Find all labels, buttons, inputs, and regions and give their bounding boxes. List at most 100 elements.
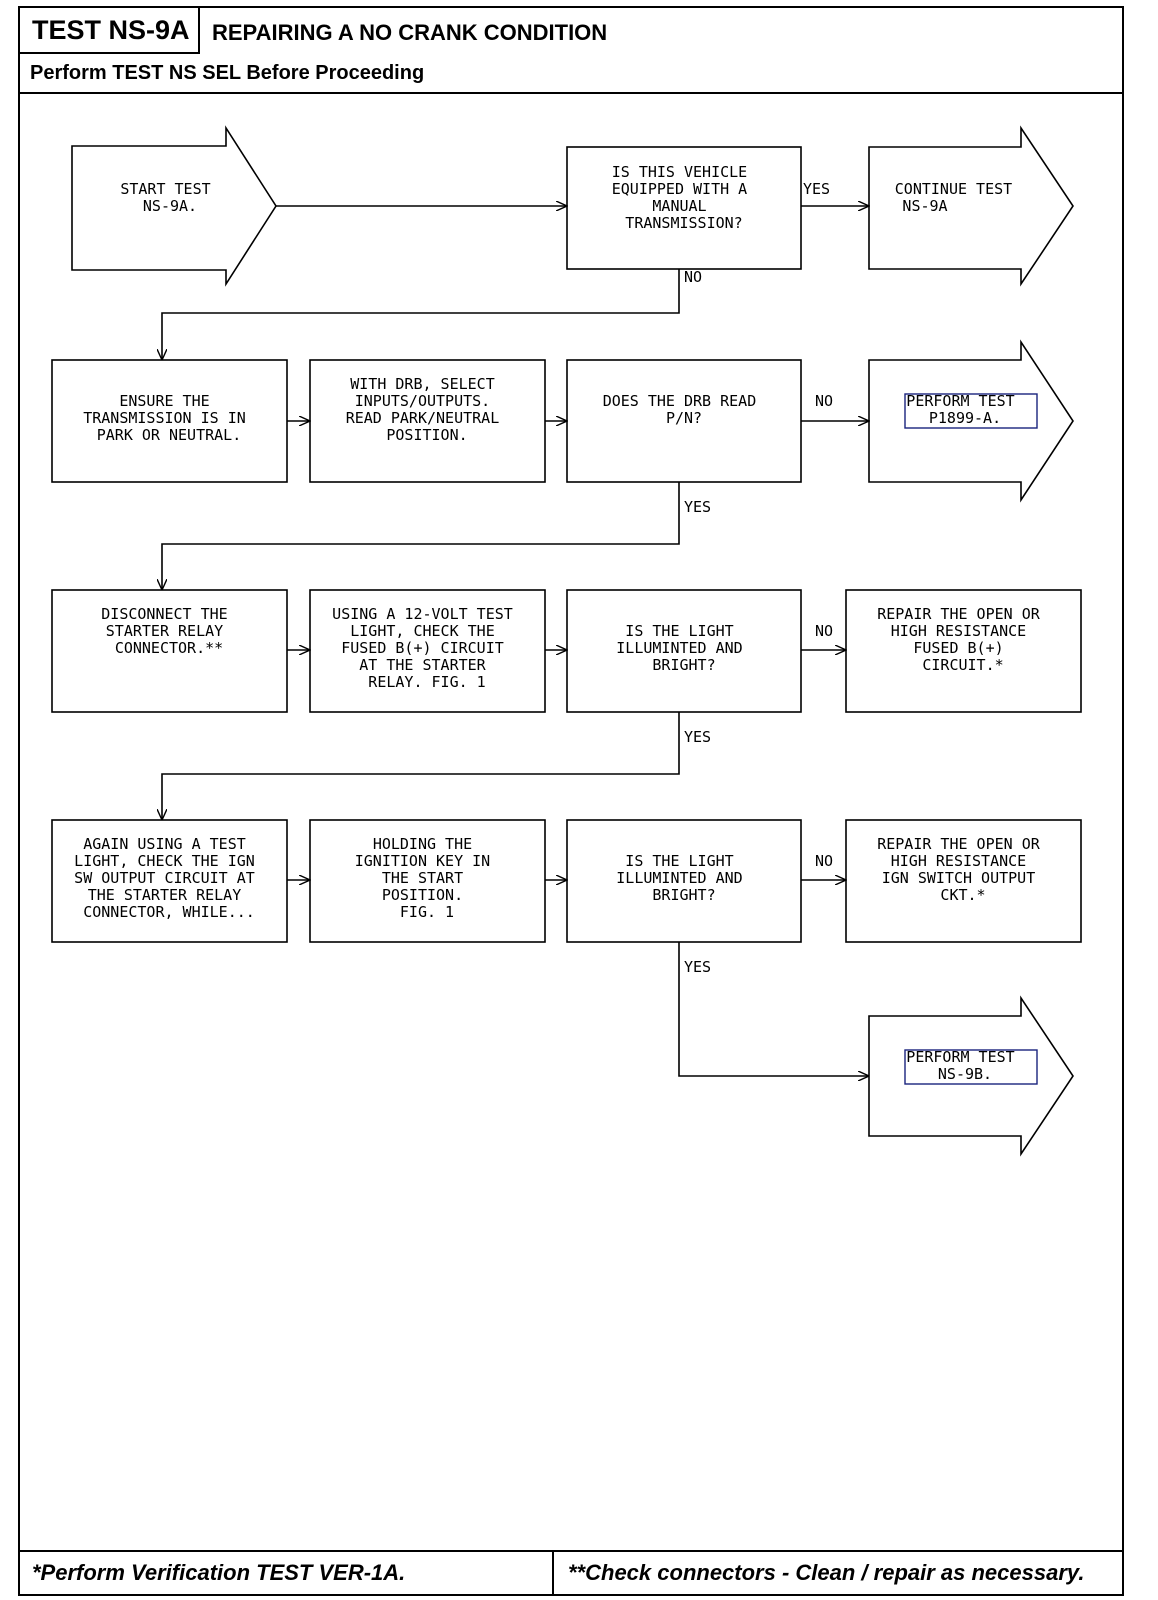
perform-p1899-text-1: PERFORM TEST	[906, 392, 1014, 410]
label-no-2: NO	[815, 392, 833, 410]
continue-text-2: NS-9A	[902, 197, 947, 215]
label-yes-2: YES	[684, 498, 711, 516]
holding-text-4: POSITION.	[382, 886, 463, 904]
page-title: REPAIRING A NO CRANK CONDITION	[212, 20, 608, 45]
decision-light1: IS THE LIGHT ILLUMINTED AND BRIGHT?	[616, 622, 751, 674]
perform-p1899-highlight	[904, 393, 1038, 429]
repair-fused-text-3: FUSED B(+)	[913, 639, 1003, 657]
q-manual-text-1: IS THIS VEHICLE	[612, 163, 747, 181]
repair-fused-text-1: REPAIR THE OPEN OR	[877, 605, 1041, 623]
q-drb-text-1: DOES THE DRB READ	[603, 392, 757, 410]
label-yes-4: YES	[684, 958, 711, 976]
disconnect-text-1: DISCONNECT THE	[101, 605, 227, 623]
test-id: TEST NS-9A	[20, 8, 200, 54]
label-no-3: NO	[815, 622, 833, 640]
label-yes-3: YES	[684, 728, 711, 746]
again-box	[51, 819, 288, 943]
q-drb-text-2: P/N?	[666, 409, 702, 427]
q-manual-text-2: EQUIPPED WITH A	[612, 180, 747, 198]
ensure-text-2: TRANSMISSION IS IN	[83, 409, 246, 427]
footer: *Perform Verification TEST VER-1A. **Che…	[20, 1550, 1122, 1594]
repair-fused-node: REPAIR THE OPEN OR HIGH RESISTANCE FUSED…	[877, 605, 1049, 674]
repair-ign-text-3: IGN SWITCH OUTPUT	[882, 869, 1036, 887]
disconnect-box	[51, 589, 288, 713]
disconnect-text-3: CONNECTOR.**	[115, 639, 223, 657]
connector-q1-no	[162, 269, 680, 360]
subtitle: Perform TEST NS SEL Before Proceeding	[20, 54, 1122, 94]
label-yes-1: YES	[803, 180, 830, 198]
decision-light2-box	[566, 819, 802, 943]
q-light2-text-2: ILLUMINTED AND	[616, 869, 742, 887]
repair-ign-text-1: REPAIR THE OPEN OR	[877, 835, 1041, 853]
perform-ns9b-node: PERFORM TEST NS-9B.	[906, 1048, 1023, 1083]
label-no-1: NO	[684, 268, 702, 286]
repair-ign-text-4: CKT.*	[940, 886, 985, 904]
using-light-node: USING A 12-VOLT TEST LIGHT, CHECK THE FU…	[332, 605, 522, 691]
perform-ns9b-arrow-shape	[868, 995, 1074, 1157]
drb-select-text-2: INPUTS/OUTPUTS.	[355, 392, 490, 410]
again-text-3: SW OUTPUT CIRCUIT AT	[74, 869, 255, 887]
repair-fused-text-4: CIRCUIT.*	[922, 656, 1003, 674]
footer-note-verification: *Perform Verification TEST VER-1A.	[32, 1560, 406, 1585]
again-text-1: AGAIN USING A TEST	[83, 835, 246, 853]
again-node: AGAIN USING A TEST LIGHT, CHECK THE IGN …	[74, 835, 264, 921]
using-light-box	[309, 589, 546, 713]
connector-q2-yes	[162, 482, 680, 590]
decision-manual: IS THIS VEHICLE EQUIPPED WITH A MANUAL T…	[612, 163, 757, 232]
connector-q4-yes	[678, 942, 869, 1076]
drb-select-box	[309, 359, 546, 483]
start-text-1: START TEST	[120, 180, 210, 198]
q-manual-text-3: MANUAL	[652, 197, 706, 215]
continue-text-1: CONTINUE TEST	[895, 180, 1012, 198]
connector-q3-yes	[162, 712, 680, 820]
footer-divider	[552, 1552, 554, 1594]
decision-light1-box	[566, 589, 802, 713]
perform-p1899-text-2: P1899-A.	[929, 409, 1001, 427]
q-manual-text-4: TRANSMISSION?	[625, 214, 742, 232]
continue-arrow-shape	[868, 125, 1074, 287]
footer-note-connectors: **Check connectors - Clean / repair as n…	[568, 1560, 1085, 1585]
start-text-2: NS-9A.	[143, 197, 197, 215]
perform-ns9b-highlight	[904, 1049, 1038, 1085]
perform-ns9b-text-1: PERFORM TEST	[906, 1048, 1014, 1066]
holding-text-5: FIG. 1	[400, 903, 454, 921]
holding-text-2: IGNITION KEY IN	[355, 852, 490, 870]
perform-ns9b-text-2: NS-9B.	[938, 1065, 992, 1083]
using-light-text-3: FUSED B(+) CIRCUIT	[341, 639, 504, 657]
drb-select-text-1: WITH DRB, SELECT	[350, 375, 495, 393]
q-light2-text-1: IS THE LIGHT	[625, 852, 733, 870]
q-light1-text-3: BRIGHT?	[652, 656, 715, 674]
again-text-2: LIGHT, CHECK THE IGN	[74, 852, 255, 870]
decision-light2: IS THE LIGHT ILLUMINTED AND BRIGHT?	[616, 852, 751, 904]
ensure-node: ENSURE THE TRANSMISSION IS IN PARK OR NE…	[83, 392, 255, 444]
using-light-text-4: AT THE STARTER	[359, 656, 486, 674]
drb-select-node: WITH DRB, SELECT INPUTS/OUTPUTS. READ PA…	[346, 375, 509, 444]
using-light-text-1: USING A 12-VOLT TEST	[332, 605, 513, 623]
continue-node: CONTINUE TEST NS-9A	[895, 180, 1021, 215]
repair-ign-text-2: HIGH RESISTANCE	[891, 852, 1026, 870]
holding-node: HOLDING THE IGNITION KEY IN THE START PO…	[355, 835, 500, 921]
ensure-text-3: PARK OR NEUTRAL.	[97, 426, 242, 444]
holding-text-3: THE START	[382, 869, 463, 887]
repair-fused-text-2: HIGH RESISTANCE	[891, 622, 1026, 640]
start-arrow-shape	[71, 125, 277, 287]
again-text-5: CONNECTOR, WHILE...	[83, 903, 255, 921]
start-node: START TEST NS-9A.	[120, 180, 219, 215]
perform-p1899-arrow-shape	[868, 339, 1074, 503]
label-no-4: NO	[815, 852, 833, 870]
holding-box	[309, 819, 546, 943]
repair-ign-node: REPAIR THE OPEN OR HIGH RESISTANCE IGN S…	[877, 835, 1049, 904]
decision-drb-box	[566, 359, 802, 483]
ensure-text-1: ENSURE THE	[119, 392, 209, 410]
using-light-text-5: RELAY. FIG. 1	[368, 673, 485, 691]
decision-drb: DOES THE DRB READ P/N?	[603, 392, 766, 427]
holding-text-1: HOLDING THE	[373, 835, 472, 853]
q-light1-text-1: IS THE LIGHT	[625, 622, 733, 640]
q-light2-text-3: BRIGHT?	[652, 886, 715, 904]
again-text-4: THE STARTER RELAY	[88, 886, 242, 904]
disconnect-node: DISCONNECT THE STARTER RELAY CONNECTOR.*…	[101, 605, 236, 657]
drb-select-text-4: POSITION.	[386, 426, 467, 444]
worksheet: TEST NS-9A REPAIRING A NO CRANK CONDITIO…	[18, 6, 1124, 1596]
disconnect-text-2: STARTER RELAY	[106, 622, 223, 640]
